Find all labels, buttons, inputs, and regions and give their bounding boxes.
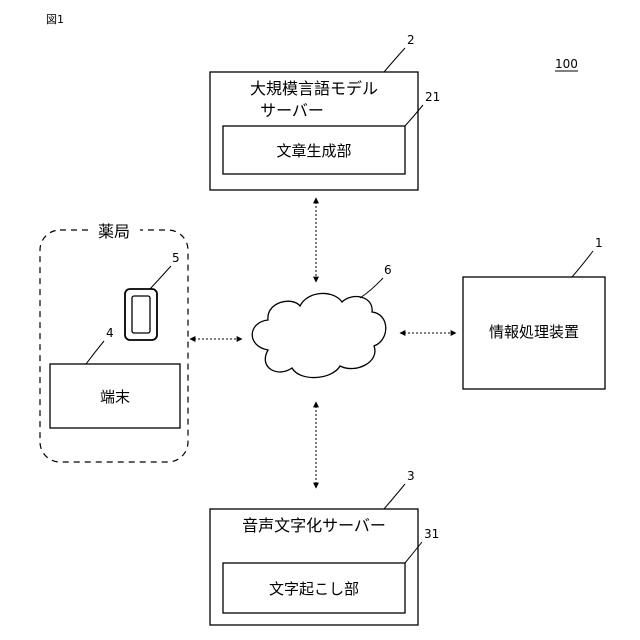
info-processor-number: 1 [595, 236, 603, 250]
llm-server-leader [384, 48, 405, 72]
network-cloud: 6 [252, 263, 391, 378]
network-leader [360, 278, 383, 298]
cloud-shape [252, 293, 386, 377]
transcription-unit-number: 31 [424, 527, 439, 541]
phone-number: 5 [172, 251, 180, 265]
phone-leader [150, 266, 171, 289]
transcription-server-title: 音声文字化サーバー [242, 516, 386, 535]
terminal-number: 4 [106, 326, 114, 340]
pharmacy: 薬局 5 端末 4 [40, 220, 188, 462]
transcription-server-leader [384, 484, 405, 509]
transcription-server-number: 3 [407, 469, 415, 483]
llm-server: 大規模言語モデル サーバー 文章生成部 2 21 [210, 33, 440, 190]
text-generation-unit-label: 文章生成部 [276, 142, 351, 160]
llm-server-number: 2 [407, 33, 415, 47]
text-generation-unit-number: 21 [425, 90, 440, 104]
network-number: 6 [384, 263, 392, 277]
info-processor-leader [572, 251, 593, 277]
figure-label: 図1 [46, 13, 64, 26]
info-processor-label: 情報処理装置 [489, 323, 579, 341]
pharmacy-label: 薬局 [98, 222, 130, 241]
transcription-unit-label: 文字起こし部 [269, 580, 359, 598]
terminal-label: 端末 [100, 388, 130, 406]
system-number: 100 [555, 57, 578, 71]
smartphone-icon [125, 289, 157, 340]
llm-server-title-line2: サーバー [260, 101, 324, 120]
llm-server-title-line1: 大規模言語モデル [250, 79, 378, 98]
transcription-server: 音声文字化サーバー 文字起こし部 3 31 [210, 469, 439, 625]
terminal-leader [86, 341, 104, 364]
info-processor: 情報処理装置 1 [463, 236, 605, 389]
